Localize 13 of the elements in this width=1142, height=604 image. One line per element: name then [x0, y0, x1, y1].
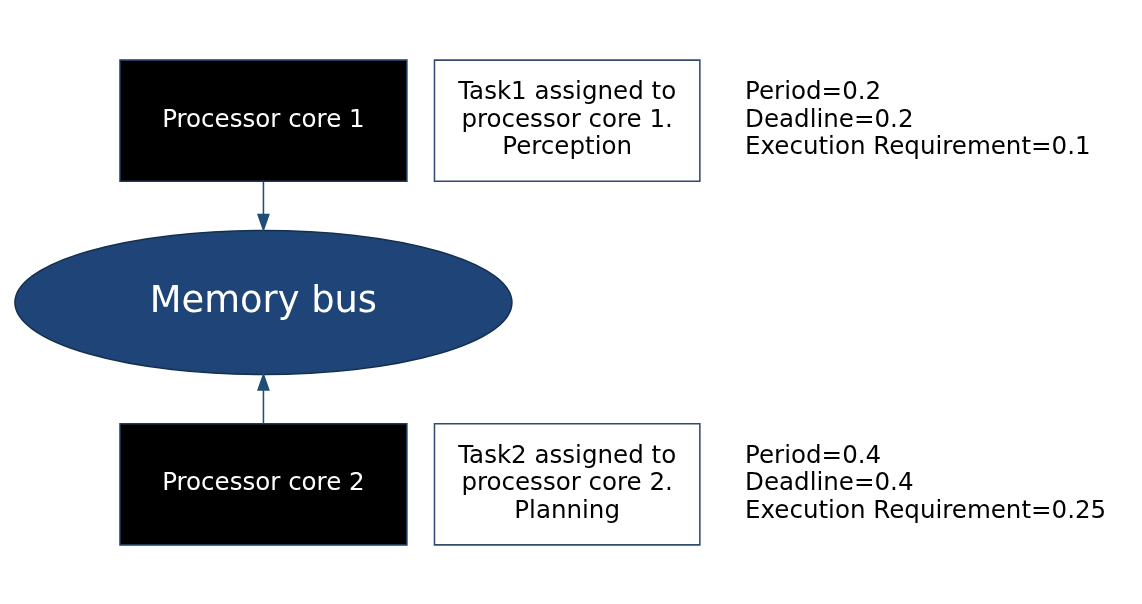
node-box: Task1 assigned to processor core 1. Perception	[433, 58, 701, 182]
node-label: Deadline=0.2	[745, 103, 914, 133]
arrow	[257, 371, 270, 424]
node-label: Deadline=0.4	[745, 466, 914, 496]
node-box: Processor core 1	[119, 58, 408, 182]
node-ellipse: Memory bus	[14, 229, 513, 375]
node-box: Processor core 2	[119, 422, 408, 546]
node-label: Period=0.4	[745, 438, 882, 468]
arrow	[257, 180, 270, 232]
node-label: Execution Requirement=0.25	[745, 494, 1107, 524]
node-box: Task2 assigned to processor core 2. Planning	[433, 422, 701, 546]
node-label: Period=0.2	[745, 75, 882, 105]
node-label: Execution Requirement=0.1	[745, 130, 1091, 160]
